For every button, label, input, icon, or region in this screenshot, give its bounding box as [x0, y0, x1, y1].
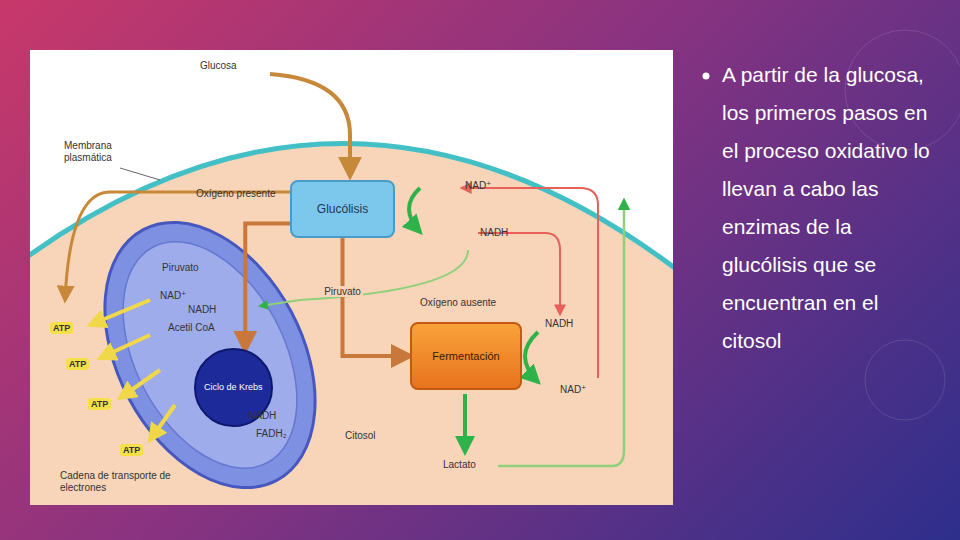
- molecule-label: Acetil CoA: [168, 322, 228, 334]
- atp-arrow: [150, 405, 175, 440]
- condition-label: Oxígeno ausente: [420, 297, 530, 309]
- atp-label: ATP: [120, 444, 143, 456]
- process-box: Glucólisis: [290, 180, 395, 238]
- atp-arrow: [65, 192, 290, 300]
- node-text: Ciclo de Krebs: [204, 382, 263, 392]
- bullet-dot: [703, 73, 710, 80]
- lactate-arrow: [463, 394, 467, 452]
- condition-label: Oxígeno presente: [196, 188, 296, 200]
- atp-arrow: [100, 335, 150, 358]
- node-text: Glucólisis: [317, 202, 368, 216]
- leader-line: [120, 168, 160, 180]
- cofactor-label: NADH: [188, 304, 224, 316]
- cofactor-label: NADH: [248, 410, 284, 422]
- bullet-text: A partir de la glucosa, los primeros pas…: [722, 56, 934, 360]
- cofactor-label: NAD⁺: [560, 384, 596, 396]
- part-label: Membrana plasmática: [64, 140, 126, 163]
- part-label: Cadena de transporte de electrones: [60, 470, 180, 493]
- atp-arrow: [90, 300, 150, 325]
- redox-arc: [409, 188, 420, 232]
- atp-arrow: [120, 370, 160, 398]
- cofactor-label: NADH: [545, 318, 585, 330]
- deco-ring: [865, 340, 945, 420]
- cofactor-label: NADH: [480, 227, 520, 239]
- node-text: Fermentación: [432, 350, 499, 362]
- flow-arrow: [245, 224, 290, 350]
- cofactor-label: NAD⁺: [160, 290, 190, 302]
- atp-label: ATP: [88, 398, 111, 410]
- cofactor-label: NAD⁺: [465, 180, 505, 192]
- molecule-label: Piruvato: [162, 262, 222, 274]
- product-label: Lactato: [443, 459, 503, 471]
- glucose-arrow: [270, 74, 350, 176]
- process-box: Fermentación: [410, 322, 522, 390]
- cytosol: [30, 143, 673, 505]
- cofactor-label: FADH₂: [256, 428, 296, 440]
- redox-arc: [525, 332, 538, 382]
- edge-label: Piruvato: [322, 286, 363, 297]
- atp-label: ATP: [50, 322, 73, 334]
- region-label: Citosol: [345, 430, 405, 442]
- atp-label: ATP: [66, 358, 89, 370]
- substrate-label: Glucosa: [200, 60, 270, 72]
- flow-arrow: [343, 238, 411, 356]
- deco-ring: [845, 30, 960, 150]
